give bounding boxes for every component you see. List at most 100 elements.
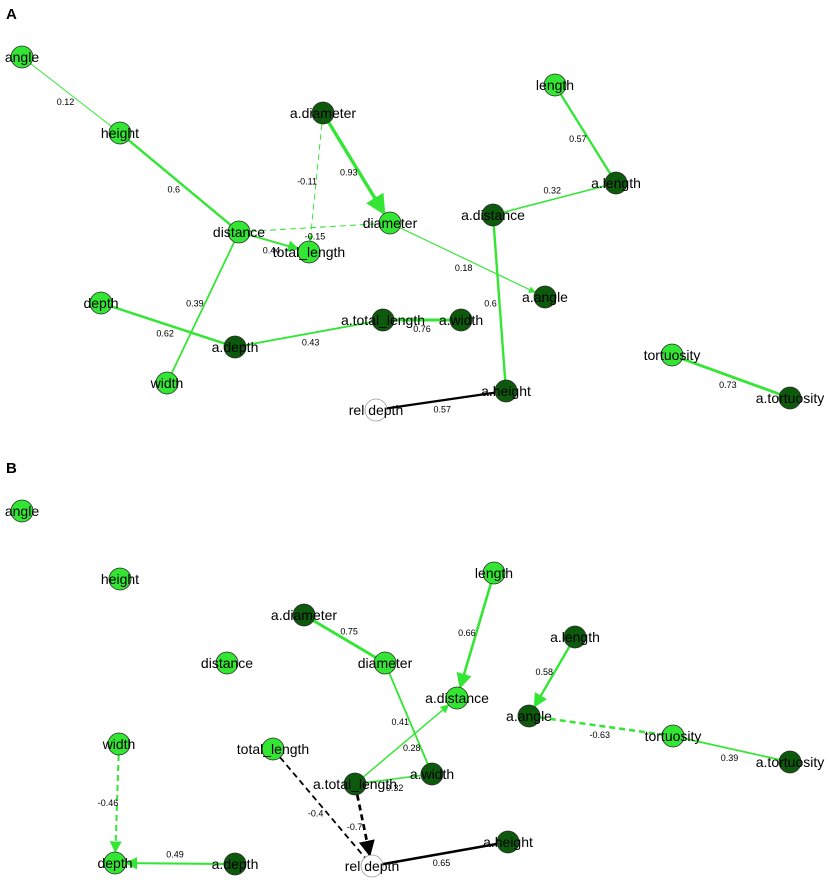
node-a-distance — [481, 203, 505, 227]
node-a-diameter — [292, 603, 316, 627]
edge-weight-label: -0.7 — [347, 822, 363, 832]
node-label: a.height — [483, 834, 533, 850]
node-rel-depth — [364, 398, 388, 422]
edge-distance-total-length — [249, 234, 300, 252]
edge-weight-label: 0.62 — [156, 329, 174, 339]
edge-weight-label: 0.44 — [263, 246, 281, 256]
node-angle — [10, 45, 34, 69]
node-label: a.height — [481, 383, 531, 399]
node-label: a.angle — [506, 708, 552, 724]
edge-distance-width — [170, 241, 236, 374]
edge-a-total-length-a-width — [365, 774, 422, 784]
node-length — [543, 73, 567, 97]
edge-tortuosity-a-tortuosity — [681, 357, 781, 396]
panel-letter: B — [6, 460, 17, 477]
node-length — [482, 561, 506, 585]
edge-weight-label: -0.15 — [305, 231, 326, 241]
node-depth — [89, 291, 113, 315]
node-label: total_length — [237, 741, 309, 757]
node-label: depth — [97, 855, 132, 871]
edge-a-total-length-a-distance — [362, 704, 450, 778]
edge-height-distance — [127, 139, 232, 226]
node-label: angle — [5, 49, 39, 65]
node-diameter — [373, 651, 397, 675]
edge-weight-label: 0.18 — [455, 263, 473, 273]
node-a-height — [494, 379, 518, 403]
edge-weight-label: 0.76 — [413, 324, 431, 334]
edge-weight-label: 0.39 — [721, 753, 739, 763]
node-total-length — [297, 240, 321, 264]
node-label: a.length — [550, 629, 600, 645]
edge-weight-label: 0.65 — [433, 858, 451, 868]
node-a-distance — [445, 686, 469, 710]
node-label: a.diameter — [290, 105, 356, 121]
node-label: a.width — [439, 312, 483, 328]
node-label: total_length — [273, 244, 345, 260]
edge-width-depth — [109, 754, 122, 854]
node-label: diameter — [358, 655, 413, 671]
edge-weight-label: -0.46 — [98, 798, 119, 808]
edge-a-depth-depth — [124, 856, 225, 870]
node-height — [108, 121, 132, 145]
node-rel-depth — [360, 854, 384, 878]
node-label: a.length — [591, 175, 641, 191]
node-label: width — [102, 736, 136, 752]
edge-weight-label: 0.66 — [458, 628, 476, 638]
node-label: tortuosity — [644, 347, 701, 363]
node-label: height — [101, 125, 139, 141]
node-a-depth — [223, 335, 247, 359]
edge-diameter-a-width — [388, 672, 429, 765]
node-a-angle — [517, 704, 541, 728]
edge-weight-label: 0.6 — [167, 184, 180, 194]
node-a-total-length — [343, 772, 367, 796]
edge-diameter-a-diameter — [312, 619, 377, 659]
edge-weight-label: -0.4 — [308, 808, 324, 818]
node-depth — [103, 851, 127, 875]
edge-weight-label: 0.28 — [403, 743, 421, 753]
node-distance — [215, 651, 239, 675]
edge-angle-height — [30, 63, 112, 127]
node-distance — [227, 220, 251, 244]
edge-a-total-length-rel-depth — [355, 794, 375, 857]
node-label: a.width — [410, 766, 454, 782]
node-a-length — [563, 625, 587, 649]
edge-weight-label: 0.32 — [543, 185, 561, 195]
edge-weight-label: 0.43 — [302, 337, 320, 347]
edge-weight-label: 0.93 — [340, 168, 358, 178]
node-a-depth — [223, 852, 247, 876]
edge-weight-label: -0.11 — [297, 177, 317, 187]
edge-weight-label: 0.57 — [569, 134, 587, 144]
edge-length-a-length — [559, 93, 612, 175]
edge-weight-label: 0.41 — [391, 717, 409, 727]
node-label: tortuosity — [645, 728, 702, 744]
node-angle — [10, 499, 34, 523]
node-tortuosity — [661, 724, 685, 748]
edge-weight-label: 0.75 — [340, 626, 358, 636]
node-label: distance — [201, 655, 253, 671]
node-label: a.angle — [522, 289, 568, 305]
node-label: a.depth — [212, 856, 259, 872]
edge-rel-depth-a-height — [382, 842, 498, 866]
node-a-width — [449, 308, 473, 332]
edge-total-length-rel-depth — [279, 756, 366, 859]
node-label: width — [150, 375, 184, 391]
node-label: rel depth — [349, 402, 403, 418]
edge-weight-label: -0.63 — [590, 730, 611, 740]
node-width — [155, 371, 179, 395]
node-label: angle — [5, 503, 39, 519]
edge-a-angle-tortuosity — [539, 716, 663, 736]
edge-depth-a-depth — [111, 305, 225, 345]
edge-weight-label: 0.39 — [186, 299, 204, 309]
edge-weight-label: 0.6 — [484, 299, 497, 309]
edge-a-distance-a-height — [492, 225, 507, 381]
node-label: distance — [213, 224, 265, 240]
node-total-length — [261, 737, 285, 761]
node-height — [108, 567, 132, 591]
node-label: a.diameter — [271, 607, 337, 623]
panel-a: A 0.120.60.93-0.11-0.150.440.180.570.320… — [5, 6, 824, 422]
node-label: length — [536, 77, 574, 93]
edge-rel-depth-a-height — [386, 391, 496, 410]
node-a-tortuosity — [778, 750, 802, 774]
